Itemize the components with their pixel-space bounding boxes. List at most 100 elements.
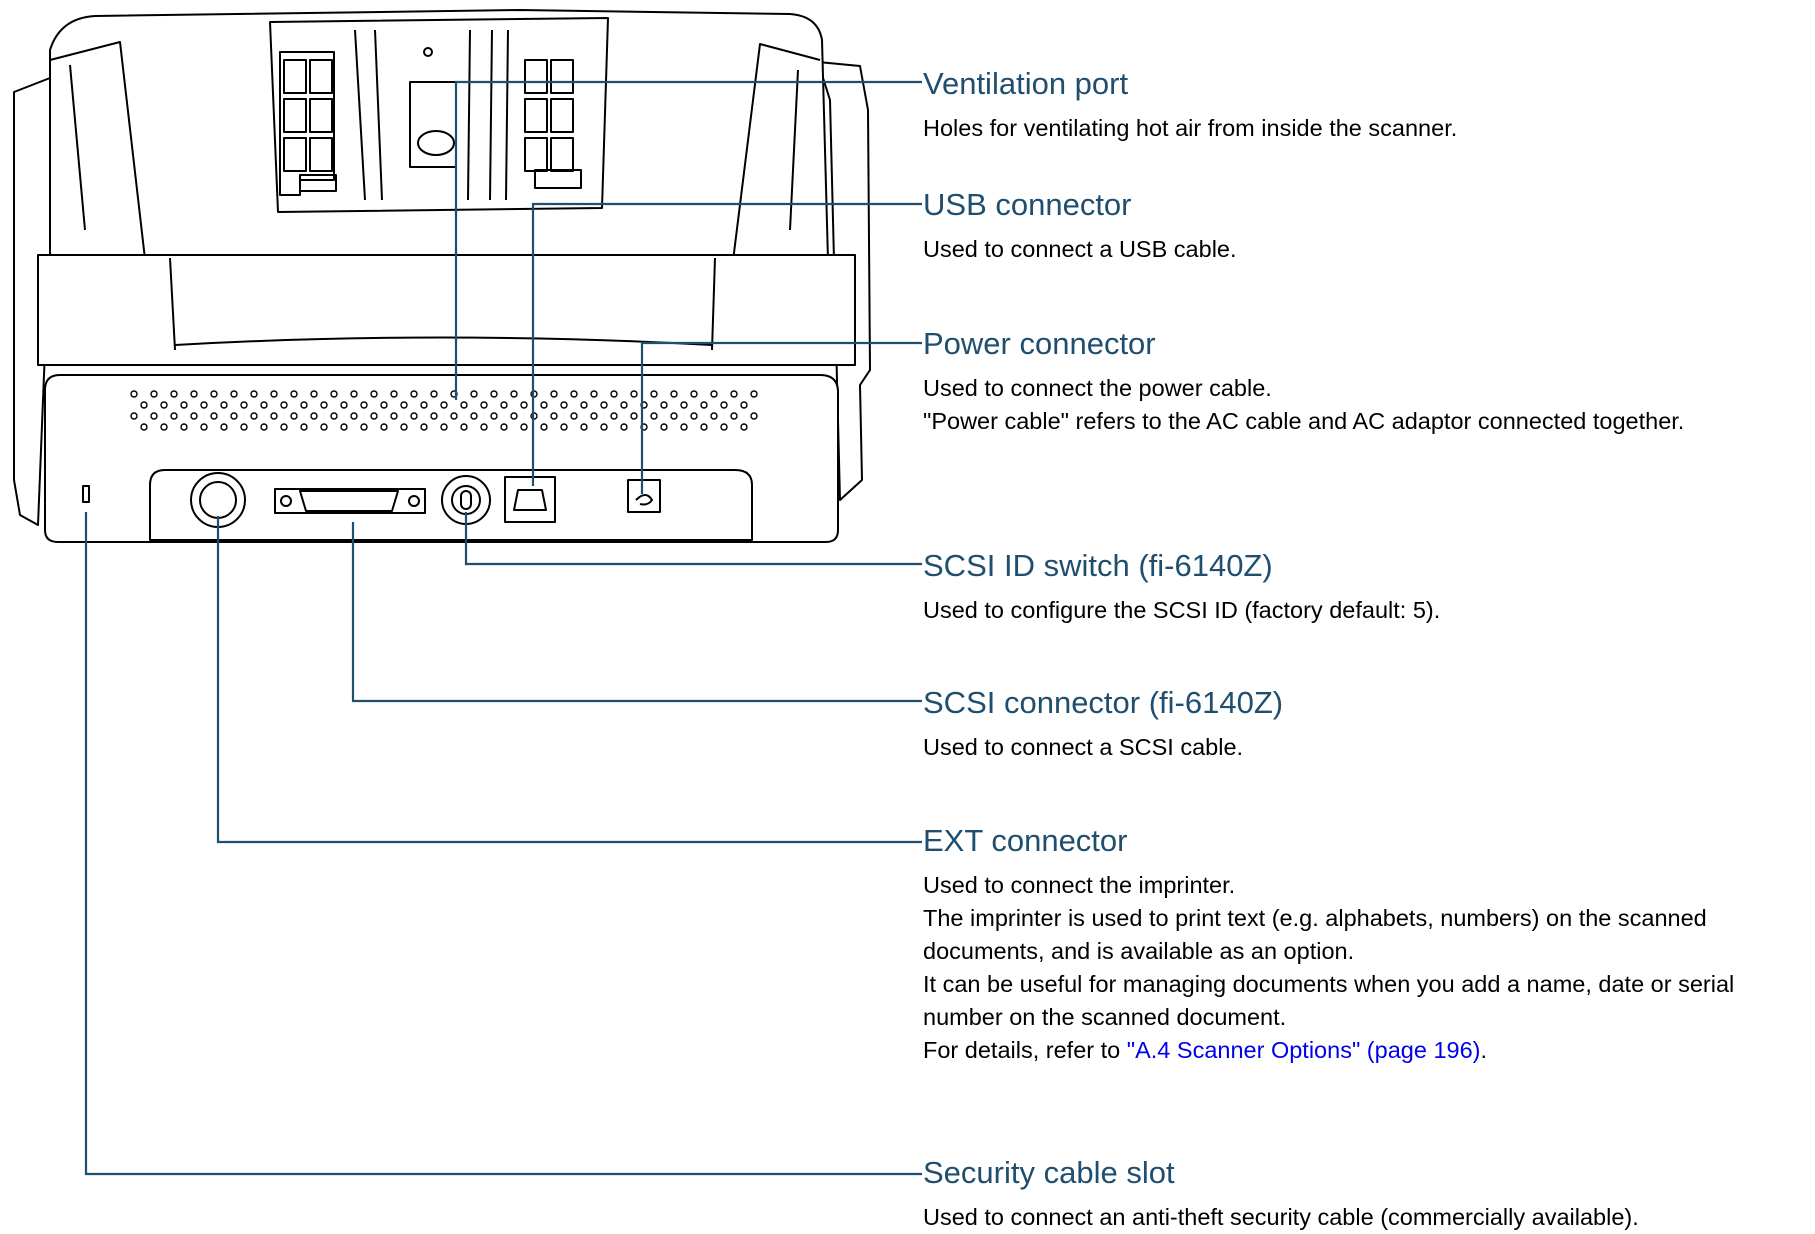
vent-hole	[230, 412, 238, 420]
vent-hole	[460, 423, 468, 431]
vent-hole	[240, 423, 248, 431]
vent-hole	[400, 423, 408, 431]
vent-hole	[630, 390, 638, 398]
vent-hole	[550, 390, 558, 398]
vent-hole	[330, 390, 338, 398]
vent-hole	[520, 423, 528, 431]
vent-hole	[500, 423, 508, 431]
vent-hole	[620, 423, 628, 431]
vent-hole	[570, 390, 578, 398]
reference-prefix: For details, refer to	[923, 1037, 1127, 1063]
vent-hole	[380, 401, 388, 409]
vent-hole	[570, 412, 578, 420]
callout-desc: Used to connect a USB cable.	[923, 236, 1237, 262]
vent-hole	[250, 390, 258, 398]
vent-hole	[590, 390, 598, 398]
vent-hole	[420, 401, 428, 409]
vent-hole	[700, 401, 708, 409]
vent-hole	[420, 423, 428, 431]
vent-hole	[220, 423, 228, 431]
vent-hole	[150, 412, 158, 420]
vent-hole	[740, 401, 748, 409]
vent-hole	[540, 401, 548, 409]
leader-ventilation-port	[454, 80, 922, 400]
vent-hole	[490, 412, 498, 420]
callout-desc: Holes for ventilating hot air from insid…	[923, 115, 1458, 141]
reference-suffix: .	[1480, 1037, 1488, 1063]
vent-hole	[650, 390, 658, 398]
leader-power-connector	[640, 341, 922, 494]
vent-hole	[400, 401, 408, 409]
vent-hole	[730, 390, 738, 398]
vent-hole	[440, 423, 448, 431]
vent-hole	[410, 412, 418, 420]
vent-hole	[430, 412, 438, 420]
callout-scsi-id-switch: SCSI ID switch (fi-6140Z) Used to config…	[923, 548, 1803, 627]
vent-hole	[230, 390, 238, 398]
vent-hole	[320, 401, 328, 409]
vent-hole	[220, 401, 228, 409]
scanner-illustration	[13, 9, 871, 543]
vent-hole	[140, 401, 148, 409]
vent-hole	[490, 390, 498, 398]
vent-hole	[730, 412, 738, 420]
vent-hole	[610, 390, 618, 398]
vent-hole	[270, 412, 278, 420]
vent-hole	[510, 412, 518, 420]
vent-hole	[270, 390, 278, 398]
vent-hole	[680, 401, 688, 409]
vent-hole	[660, 401, 668, 409]
vent-hole	[720, 401, 728, 409]
vent-hole	[440, 401, 448, 409]
vent-hole	[690, 412, 698, 420]
callout-desc: "Power cable" refers to the AC cable and…	[923, 408, 1685, 434]
callout-reference: For details, refer to "A.4 Scanner Optio…	[923, 1034, 1803, 1067]
vent-hole	[450, 412, 458, 420]
vent-hole	[290, 412, 298, 420]
vent-hole	[370, 412, 378, 420]
vent-hole	[280, 401, 288, 409]
vent-hole	[710, 390, 718, 398]
vent-hole	[280, 423, 288, 431]
vent-hole	[130, 390, 138, 398]
callout-power-connector: Power connector Used to connect the powe…	[923, 326, 1803, 438]
vent-hole	[360, 401, 368, 409]
vent-hole	[340, 423, 348, 431]
callout-desc: It can be useful for managing documents …	[923, 971, 1735, 1030]
leader-lines	[84, 80, 922, 1176]
vent-hole	[300, 423, 308, 431]
vent-hole	[480, 401, 488, 409]
vent-hole	[200, 401, 208, 409]
vent-hole	[330, 412, 338, 420]
vent-hole	[260, 401, 268, 409]
vent-hole	[200, 423, 208, 431]
vent-hole	[680, 423, 688, 431]
vent-hole	[500, 401, 508, 409]
callout-title: EXT connector	[923, 823, 1128, 858]
callout-usb-connector: USB connector Used to connect a USB cabl…	[923, 187, 1803, 266]
vent-hole	[210, 390, 218, 398]
callout-desc: Used to configure the SCSI ID (factory d…	[923, 597, 1441, 623]
vent-hole	[540, 423, 548, 431]
vent-hole	[210, 412, 218, 420]
vent-hole	[470, 412, 478, 420]
callout-desc: The imprinter is used to print text (e.g…	[923, 905, 1707, 964]
vent-hole	[240, 401, 248, 409]
vent-hole	[550, 412, 558, 420]
vent-hole	[580, 423, 588, 431]
scanner-options-link[interactable]: "A.4 Scanner Options" (page 196)	[1126, 1037, 1481, 1063]
vent-hole	[620, 401, 628, 409]
vent-hole	[470, 390, 478, 398]
callout-ventilation-port: Ventilation port Holes for ventilating h…	[923, 66, 1803, 145]
vent-hole	[480, 423, 488, 431]
vent-hole	[580, 401, 588, 409]
vent-hole	[140, 423, 148, 431]
vent-hole	[170, 390, 178, 398]
vent-hole	[320, 423, 328, 431]
callout-desc: Used to connect a SCSI cable.	[923, 734, 1244, 760]
vent-hole	[380, 423, 388, 431]
vent-hole	[150, 390, 158, 398]
callout-security-cable-slot: Security cable slot Used to connect an a…	[923, 1155, 1803, 1234]
vent-hole	[590, 412, 598, 420]
